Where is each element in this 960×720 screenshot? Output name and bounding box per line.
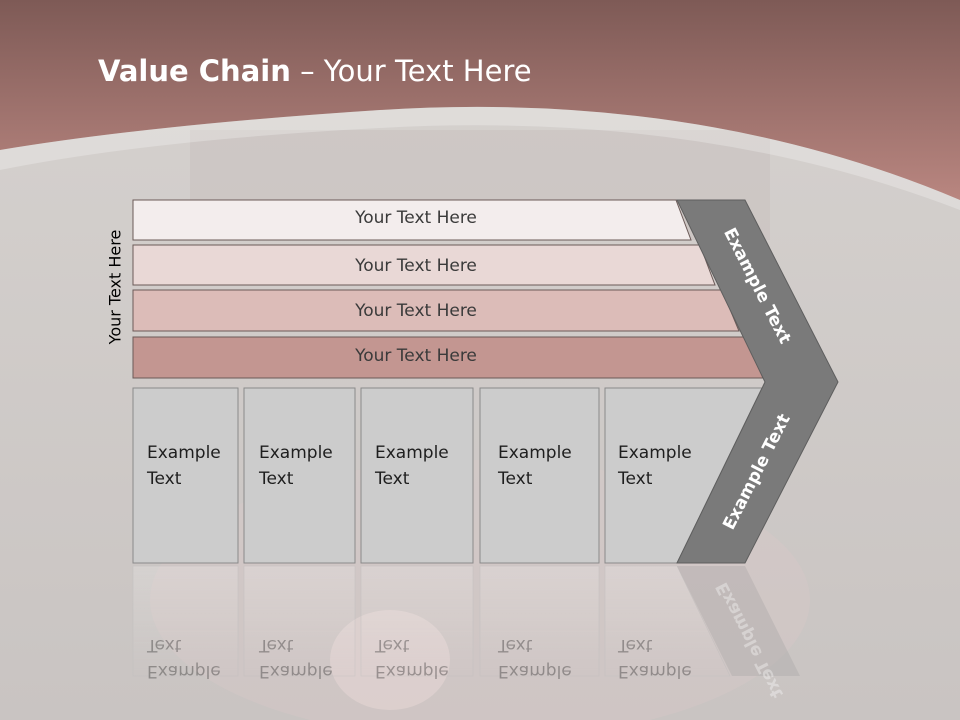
box-2: [243, 387, 356, 564]
row-bar-2: [132, 244, 716, 286]
row-label-3: Your Text Here: [355, 301, 477, 321]
row-label-2: Your Text Here: [355, 256, 477, 276]
box-label-2-line2: Text: [259, 469, 294, 489]
row-bar-1: [132, 199, 692, 241]
box-4: [479, 387, 600, 564]
box-label-5-line1: Example: [618, 443, 692, 463]
box-label-3-line2: Text: [375, 469, 410, 489]
box-label-4-line2: Text: [498, 469, 533, 489]
reflection-group: [132, 565, 800, 677]
chevron-shape: [676, 199, 839, 564]
box-3: [360, 387, 474, 564]
box-label-3-line1: Example: [375, 443, 449, 463]
row-bar-3: [132, 289, 740, 332]
box-label-4-line1: Example: [498, 443, 572, 463]
row-label-1: Your Text Here: [355, 208, 477, 228]
box-label-1-line2: Text: [147, 469, 182, 489]
box-label-2-line1: Example: [259, 443, 333, 463]
box-label-1-line1: Example: [147, 443, 221, 463]
row-label-4: Your Text Here: [355, 346, 477, 366]
box-1: [132, 387, 239, 564]
box-label-5-line2: Text: [618, 469, 653, 489]
title-rest: – Your Text Here: [290, 54, 532, 88]
slide-title: Value Chain – Your Text Here: [98, 54, 532, 88]
title-bold: Value Chain: [98, 54, 291, 88]
